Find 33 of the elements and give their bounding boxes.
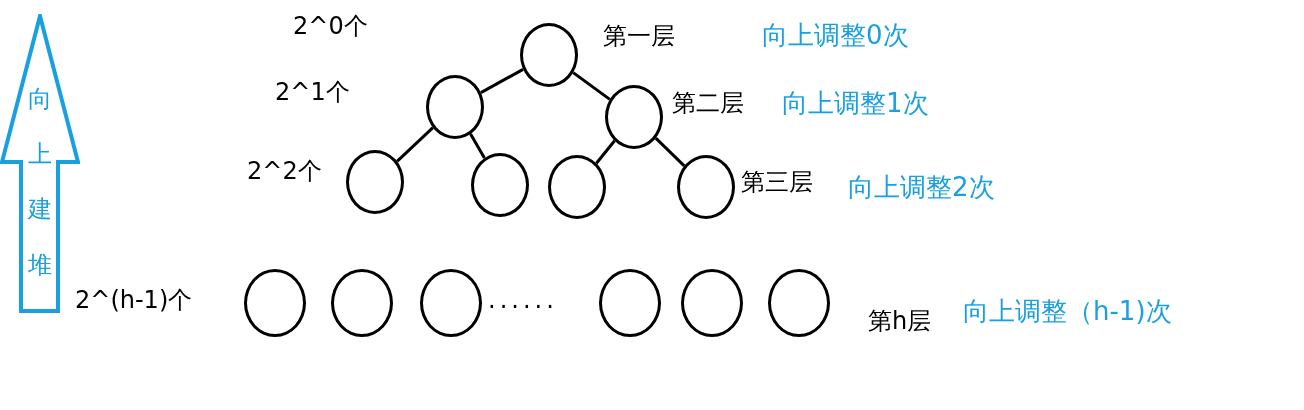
tree-node-circle (426, 75, 484, 139)
adjust-count-label: 向上调整1次 (782, 87, 929, 120)
adjust-count-label: 向上调整（h-1)次 (963, 295, 1172, 328)
level-label: 第三层 (741, 167, 813, 198)
adjust-count-label: 向上调整2次 (848, 171, 995, 204)
tree-node-circle (420, 269, 482, 337)
tree-node-circle (346, 150, 404, 214)
tree-edge (396, 126, 434, 163)
arrow-text: 向上建堆 (28, 84, 52, 281)
tree-edge (480, 68, 524, 94)
level-label: 2^2个 (247, 156, 322, 187)
tree-edge (595, 139, 616, 165)
tree-edge (654, 137, 686, 167)
tree-node-circle (599, 269, 661, 337)
tree-node-circle (331, 269, 393, 337)
level-label: 2^(h-1)个 (75, 285, 193, 316)
tree-node-circle (548, 155, 606, 219)
level-label: 第一层 (603, 21, 675, 52)
tree-edge (572, 71, 611, 101)
tree-node-circle (681, 269, 743, 337)
tree-node-circle (605, 85, 663, 149)
tree-node-circle (471, 153, 529, 217)
tree-node-circle (677, 155, 735, 219)
level-label: 2^0个 (293, 11, 368, 42)
tree-edge (469, 133, 486, 159)
tree-node-circle (768, 269, 830, 337)
level-label: 第二层 (672, 88, 744, 119)
level-label: 第h层 (868, 306, 932, 337)
tree-node-circle (244, 269, 306, 337)
level-label: 2^1个 (275, 77, 350, 108)
ellipsis-dots: ...... (488, 286, 558, 314)
tree-node-circle (520, 23, 578, 87)
adjust-count-label: 向上调整0次 (762, 19, 909, 52)
